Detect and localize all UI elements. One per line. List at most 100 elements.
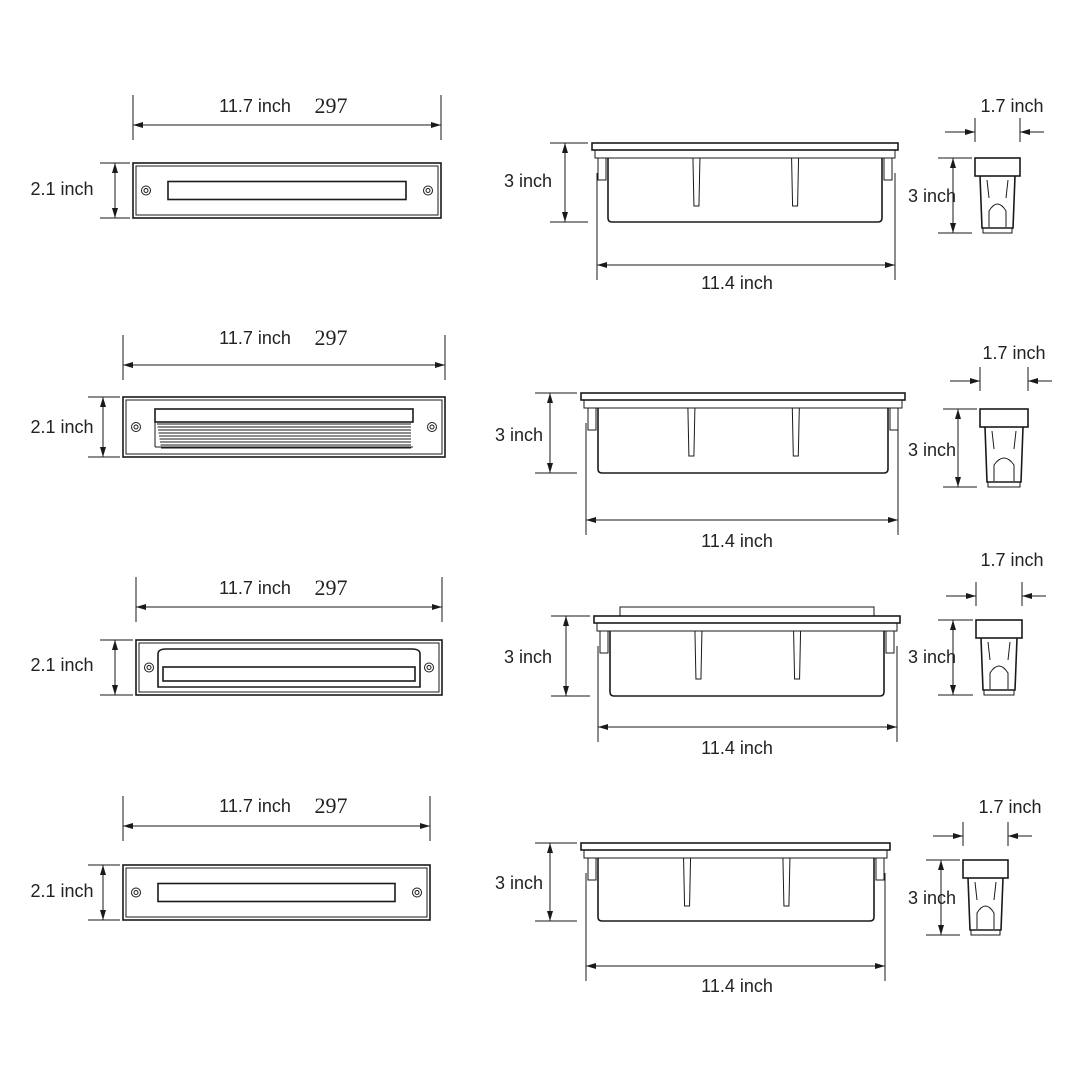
length-label: 11.7 inch	[219, 796, 291, 816]
side-height-label: 3 inch	[504, 647, 552, 667]
length-label: 11.7 inch	[219, 578, 291, 598]
rib	[782, 857, 791, 907]
end-height-label: 3 inch	[908, 186, 956, 206]
length-mm-label: 297	[315, 575, 348, 600]
light-slot	[157, 882, 396, 903]
flange-lower	[583, 399, 903, 409]
plate-height-label: 2.1 inch	[30, 655, 93, 675]
end-body	[980, 637, 1018, 691]
flange	[580, 842, 891, 851]
side-width-label: 11.4 inch	[701, 531, 773, 551]
end-height-label: 3 inch	[908, 888, 956, 908]
screw-icon	[427, 422, 437, 432]
screw-icon	[131, 422, 141, 432]
rib	[687, 407, 696, 457]
rib	[791, 157, 800, 207]
side-width-label: 11.4 inch	[701, 273, 773, 293]
hood-top	[619, 606, 875, 617]
side-height-label: 3 inch	[495, 873, 543, 893]
end-width-label: 1.7 inch	[980, 550, 1043, 570]
housing-body	[609, 631, 885, 697]
end-body	[984, 426, 1024, 483]
length-label: 11.7 inch	[219, 328, 291, 348]
end-flange	[979, 408, 1029, 428]
end-width-label: 1.7 inch	[978, 797, 1041, 817]
end-body	[979, 175, 1016, 229]
clip-tab	[587, 407, 597, 431]
screw-icon	[131, 887, 141, 898]
screw-icon	[141, 185, 151, 196]
cable-gland	[976, 905, 995, 929]
plate-height-label: 2.1 inch	[30, 179, 93, 199]
cable-gland	[988, 203, 1007, 227]
cable-gland	[989, 665, 1009, 689]
end-body	[967, 877, 1004, 931]
clip-tab	[885, 630, 895, 654]
plate-height-label: 2.1 inch	[30, 417, 93, 437]
faceplate-bevel	[125, 867, 428, 918]
clip-tab	[883, 157, 893, 181]
cable-gland	[993, 457, 1015, 481]
rib	[694, 630, 703, 680]
plate-height-label: 2.1 inch	[30, 881, 93, 901]
length-mm-label: 297	[315, 793, 348, 818]
flange	[593, 615, 901, 624]
end-height-label: 3 inch	[908, 440, 956, 460]
screw-icon	[412, 887, 422, 898]
rib	[692, 157, 701, 207]
end-width-label: 1.7 inch	[980, 96, 1043, 116]
screw-icon	[144, 662, 154, 673]
end-view: 1.7 inch 3 inch	[908, 550, 1046, 696]
flange-lower	[583, 849, 888, 859]
end-base	[987, 481, 1021, 488]
end-view: 1.7 inch 3 inch	[908, 343, 1052, 488]
side-view: 3 inch 11.4 inch	[495, 842, 891, 996]
front-view: 11.7 inch 297 2.1 inch	[30, 793, 431, 921]
front-view: 11.7 inch 297 2.1 inch	[30, 325, 446, 458]
housing-body	[607, 158, 883, 223]
length-mm-label: 297	[315, 325, 348, 350]
flange	[580, 392, 906, 401]
clip-tab	[599, 630, 609, 654]
faceplate-bevel	[125, 399, 443, 455]
end-height-label: 3 inch	[908, 647, 956, 667]
faceplate-bevel	[135, 165, 439, 216]
screw-icon	[423, 185, 433, 196]
end-width-label: 1.7 inch	[982, 343, 1045, 363]
end-flange	[974, 157, 1021, 177]
housing-body	[597, 858, 875, 922]
screw-icon	[424, 662, 434, 673]
length-mm-label: 297	[315, 93, 348, 118]
rib	[793, 630, 802, 680]
product-row-4: 11.7 inch 297 2.1 inch 3 inch 11.4 inch 1.7 i…	[30, 793, 1041, 996]
front-view: 11.7 inch 297 2.1 inch	[30, 575, 443, 696]
clip-tab	[587, 857, 597, 881]
light-hood	[157, 648, 421, 688]
clip-tab	[875, 857, 885, 881]
side-view: 3 inch 11.4 inch	[504, 142, 899, 293]
end-flange	[975, 619, 1023, 639]
faceplate	[122, 864, 431, 921]
clip-tab	[889, 407, 899, 431]
side-width-label: 11.4 inch	[701, 738, 773, 758]
side-width-label: 11.4 inch	[701, 976, 773, 996]
clip-tab	[597, 157, 607, 181]
flange	[591, 142, 899, 151]
end-flange	[962, 859, 1009, 879]
end-base	[970, 929, 1001, 936]
end-base	[982, 227, 1013, 234]
light-hood	[154, 408, 414, 423]
flange-lower	[594, 149, 896, 159]
faceplate	[132, 162, 442, 219]
side-view: 3 inch 11.4 inch	[504, 606, 901, 758]
flange-lower	[596, 622, 898, 632]
side-height-label: 3 inch	[504, 171, 552, 191]
faceplate	[135, 639, 443, 696]
light-slot	[162, 666, 416, 682]
